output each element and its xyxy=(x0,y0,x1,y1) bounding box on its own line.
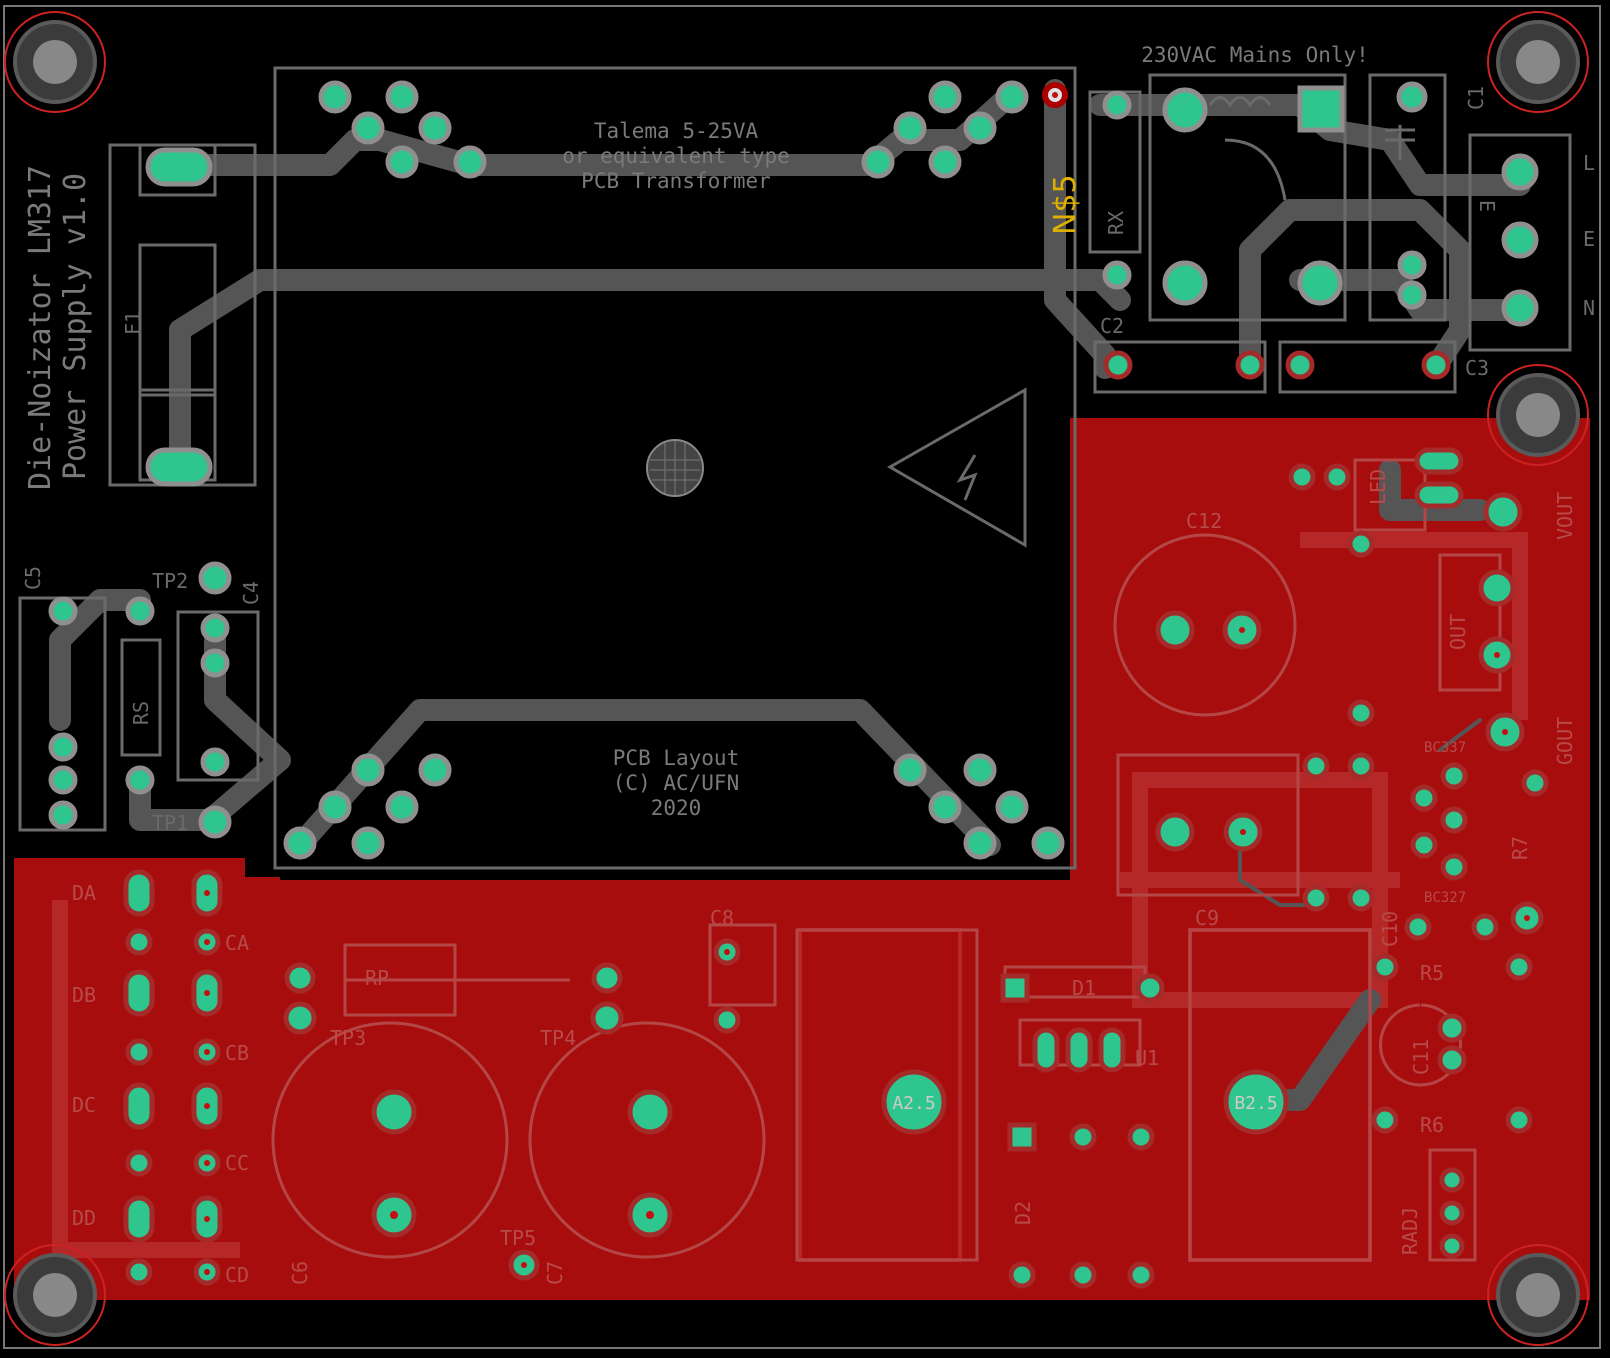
label-c4: C4 xyxy=(239,581,263,605)
mount-hole-bottom-right xyxy=(1487,1244,1589,1346)
label-tp2: TP2 xyxy=(152,569,188,593)
layout-credit-line3: 2020 xyxy=(651,796,702,820)
layout-credit-line1: PCB Layout xyxy=(613,746,739,770)
label-e-terminal: E xyxy=(1583,227,1595,251)
label-c11: C11 xyxy=(1409,1039,1433,1075)
c2-outline xyxy=(1093,340,1267,394)
bottom-copper-pour xyxy=(14,418,1590,1300)
label-bc337: BC337 xyxy=(1424,740,1466,756)
mains-warning-note: 230VAC Mains Only! xyxy=(1141,43,1369,67)
mount-hole-mid-right xyxy=(1487,364,1589,466)
label-n-pin: N xyxy=(1583,296,1595,320)
c4-outline xyxy=(176,610,260,782)
label-c12: C12 xyxy=(1186,509,1222,533)
label-gout: GOUT xyxy=(1553,717,1577,765)
label-u1: U1 xyxy=(1135,1046,1159,1070)
mount-hole-bottom-left xyxy=(4,1244,106,1346)
label-c9: C9 xyxy=(1195,906,1219,930)
label-l-pin: L xyxy=(1583,151,1595,175)
label-d2: D2 xyxy=(1011,1201,1035,1225)
label-c7: C7 xyxy=(543,1261,567,1285)
pour-silkscreen xyxy=(271,458,1502,1262)
fuse-pad-top[interactable] xyxy=(145,147,213,187)
label-c10: C10 xyxy=(1378,911,1402,947)
label-tp3: TP3 xyxy=(330,1026,366,1050)
fuse-clip-top xyxy=(138,143,217,197)
label-e-pin: E xyxy=(1475,200,1499,212)
label-cd: CD xyxy=(225,1263,249,1287)
label-ca: CA xyxy=(225,931,249,955)
transformer-pads[interactable] xyxy=(283,80,1065,860)
mains-terminal-outline xyxy=(1468,133,1572,352)
label-out: OUT xyxy=(1446,614,1470,650)
c1-outline xyxy=(1368,73,1447,322)
label-c8: C8 xyxy=(710,906,734,930)
mounting-holes xyxy=(4,11,1589,1346)
label-tp5: TP5 xyxy=(500,1226,536,1250)
label-tp1: TP1 xyxy=(152,811,188,835)
c3-outline xyxy=(1278,340,1457,394)
label-cc: CC xyxy=(225,1151,249,1175)
transformer-note-line3: PCB Transformer xyxy=(581,169,771,193)
board-title-line1: Die-Noizator LM317 xyxy=(23,165,58,490)
label-b25: B2.5 xyxy=(1234,1093,1277,1114)
label-c1: C1 xyxy=(1464,86,1488,110)
label-dd: DD xyxy=(72,1206,96,1230)
choke-arc xyxy=(1224,138,1287,201)
rs-resistor-outline xyxy=(120,638,162,757)
pour-pads[interactable] xyxy=(283,447,1549,1289)
label-c3: C3 xyxy=(1465,356,1489,380)
label-c2: C2 xyxy=(1100,314,1124,338)
label-vout: VOUT xyxy=(1553,492,1577,540)
transformer-outline xyxy=(273,66,1077,870)
label-rx: RX xyxy=(1104,211,1128,235)
label-f1: F1 xyxy=(121,311,145,335)
filter-choke-outline xyxy=(1148,73,1347,322)
label-r6: R6 xyxy=(1420,1113,1444,1137)
label-d1: D1 xyxy=(1072,976,1096,1000)
board-title-line2: Power Supply v1.0 xyxy=(58,173,93,480)
label-radj: RADJ xyxy=(1398,1207,1422,1255)
label-db: DB xyxy=(72,983,96,1007)
label-rp: RP xyxy=(365,966,389,990)
label-r7: R7 xyxy=(1508,836,1532,860)
left-pads[interactable] xyxy=(48,561,232,839)
mount-hole-top-right xyxy=(1487,11,1589,113)
fuse-pad-bottom[interactable] xyxy=(145,447,213,487)
warning-triangle xyxy=(886,387,1027,548)
inductor-symbol xyxy=(1208,96,1272,108)
mount-hole-top-left xyxy=(4,11,106,113)
label-r5: R5 xyxy=(1420,961,1444,985)
fuse-body xyxy=(138,243,217,397)
layout-credit-line2: (C) AC/UFN xyxy=(613,771,739,795)
transformer-note-line1: Talema 5-25VA xyxy=(594,119,759,143)
label-dc: DC xyxy=(72,1093,96,1117)
label-led: LED xyxy=(1366,469,1390,505)
label-rs: RS xyxy=(129,701,153,725)
label-cb: CB xyxy=(225,1041,249,1065)
net-label: N$5 xyxy=(1048,174,1083,235)
mains-pads[interactable] xyxy=(1042,81,1539,380)
label-c6: C6 xyxy=(288,1261,312,1285)
label-c5: C5 xyxy=(21,566,45,590)
lightning-icon xyxy=(956,454,978,501)
drill-holes xyxy=(204,92,1530,1275)
label-da: DA xyxy=(72,881,96,905)
mount-hole-hatch xyxy=(650,441,700,495)
transformer-note-line2: or equivalent type xyxy=(562,144,790,168)
label-tp4: TP4 xyxy=(540,1026,576,1050)
label-bc327: BC327 xyxy=(1424,890,1466,906)
label-a25: A2.5 xyxy=(892,1093,935,1114)
